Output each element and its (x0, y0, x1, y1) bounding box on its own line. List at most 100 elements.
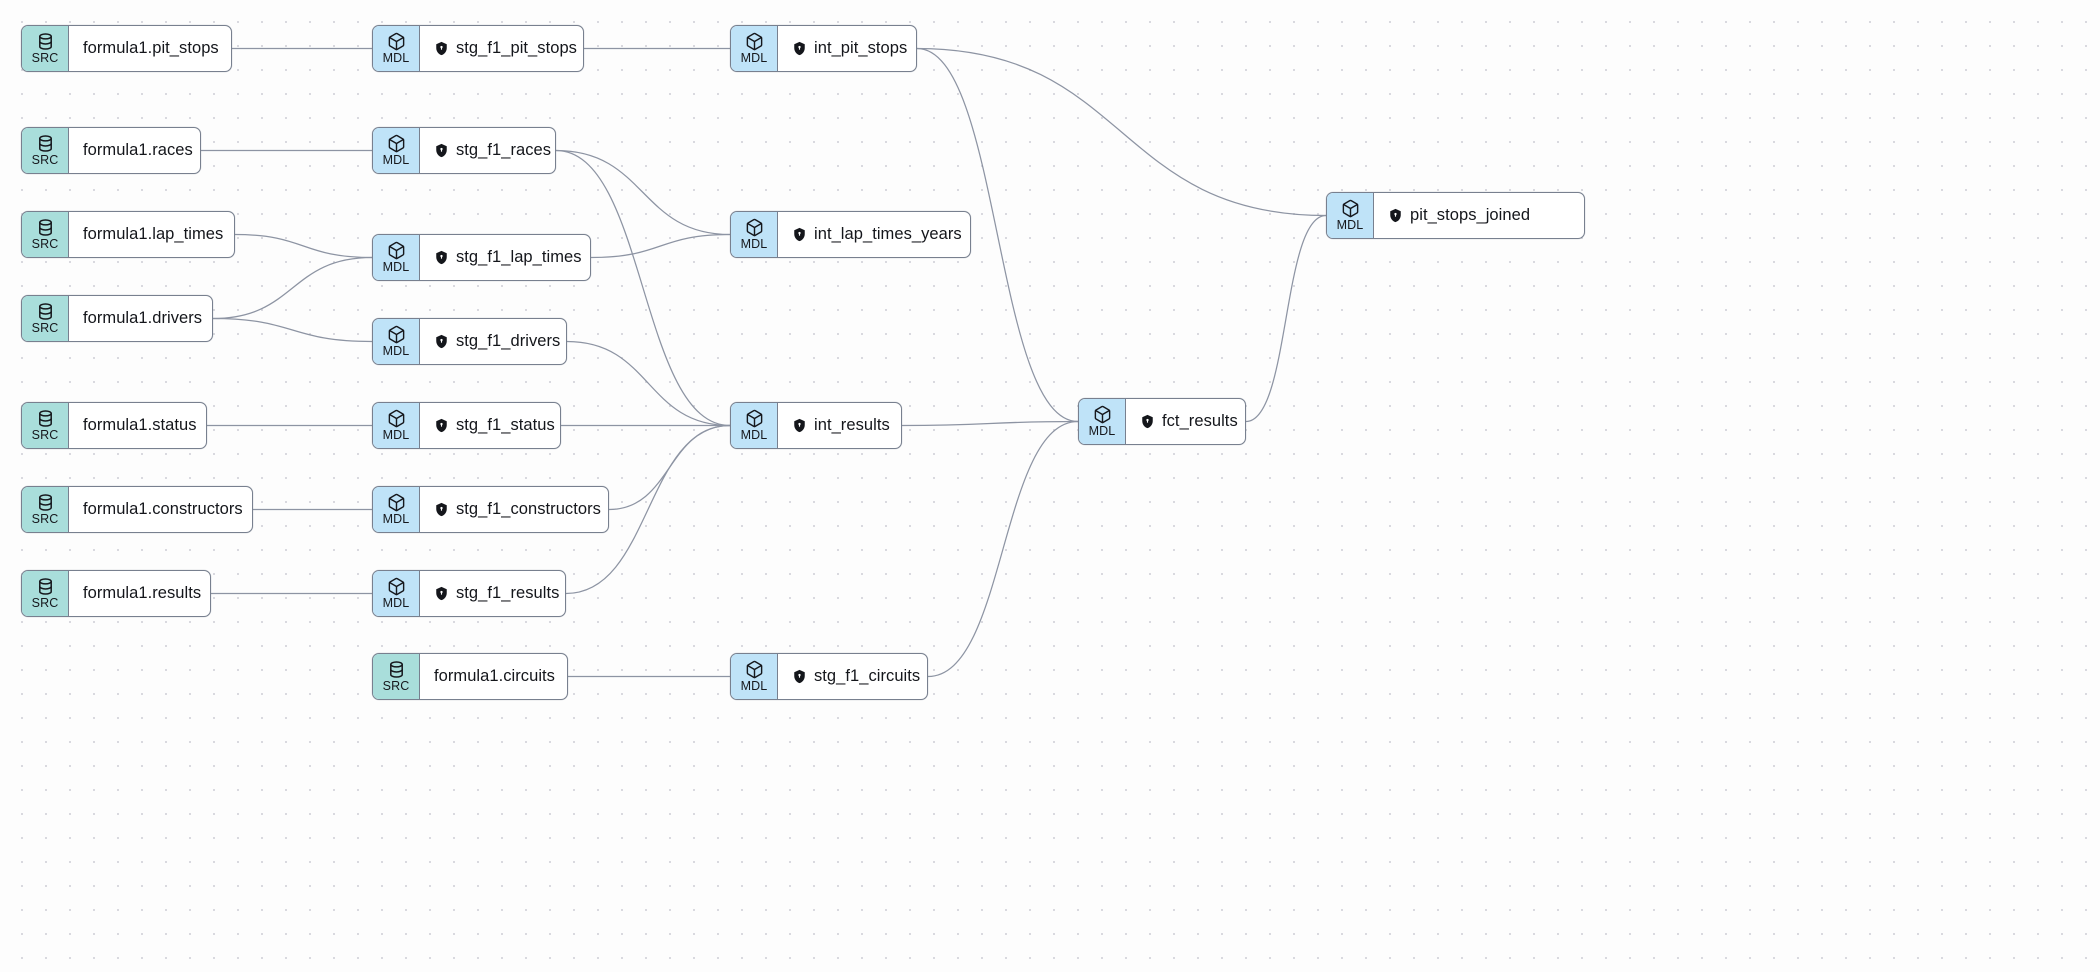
node-body: formula1.drivers (69, 296, 212, 341)
database-cylinder-icon (387, 660, 406, 679)
graph-node-stg_drivers[interactable]: MDL stg_f1_drivers (372, 318, 567, 365)
node-type-label: SRC (31, 596, 59, 611)
model-badge: MDL (373, 319, 420, 364)
node-type-label: SRC (31, 237, 59, 252)
node-label: formula1.pit_stops (83, 39, 219, 57)
model-badge: MDL (373, 571, 420, 616)
graph-node-stg_races[interactable]: MDL stg_f1_races (372, 127, 556, 174)
graph-node-src_races[interactable]: SRC formula1.races (21, 127, 201, 174)
node-body: formula1.status (69, 403, 206, 448)
node-type-label: SRC (31, 51, 59, 66)
node-type-label: MDL (382, 260, 410, 275)
node-body: fct_results (1126, 399, 1245, 444)
graph-node-stg_status[interactable]: MDL stg_f1_status (372, 402, 561, 449)
model-badge: MDL (373, 26, 420, 71)
model-badge: MDL (373, 403, 420, 448)
shield-icon (1388, 208, 1403, 223)
database-cylinder-icon (36, 409, 55, 428)
node-label: pit_stops_joined (1410, 206, 1531, 224)
model-badge: MDL (1327, 193, 1374, 238)
cube-icon (387, 409, 406, 428)
graph-node-stg_lap_times[interactable]: MDL stg_f1_lap_times (372, 234, 591, 281)
cube-icon (387, 325, 406, 344)
graph-node-stg_circuits[interactable]: MDL stg_f1_circuits (730, 653, 928, 700)
node-label: stg_f1_circuits (814, 667, 921, 685)
graph-node-int_lap_times_years[interactable]: MDL int_lap_times_years (730, 211, 971, 258)
node-type-label: MDL (740, 51, 768, 66)
graph-node-fct_results[interactable]: MDL fct_results (1078, 398, 1246, 445)
graph-node-stg_pit_stops[interactable]: MDL stg_f1_pit_stops (372, 25, 584, 72)
graph-node-src_drivers[interactable]: SRC formula1.drivers (21, 295, 213, 342)
node-body: stg_f1_circuits (778, 654, 927, 699)
source-badge: SRC (22, 296, 69, 341)
node-type-label: MDL (382, 512, 410, 527)
node-label: stg_f1_drivers (456, 332, 561, 350)
node-body: pit_stops_joined (1374, 193, 1584, 238)
graph-node-src_pit_stops[interactable]: SRC formula1.pit_stops (21, 25, 232, 72)
graph-node-pit_stops_joined[interactable]: MDL pit_stops_joined (1326, 192, 1585, 239)
cube-icon (745, 218, 764, 237)
node-label: stg_f1_pit_stops (456, 39, 577, 57)
graph-node-src_results[interactable]: SRC formula1.results (21, 570, 211, 617)
model-badge: MDL (731, 654, 778, 699)
node-type-label: MDL (740, 679, 768, 694)
cube-icon (745, 409, 764, 428)
source-badge: SRC (22, 212, 69, 257)
node-type-label: SRC (31, 153, 59, 168)
node-label: stg_f1_status (456, 416, 555, 434)
node-label: stg_f1_races (456, 141, 552, 159)
node-label: stg_f1_lap_times (456, 248, 582, 266)
node-label: formula1.drivers (83, 309, 203, 327)
graph-node-src_lap_times[interactable]: SRC formula1.lap_times (21, 211, 235, 258)
graph-node-src_circuits[interactable]: SRC formula1.circuits (372, 653, 568, 700)
node-label: int_lap_times_years (814, 225, 962, 243)
shield-icon (434, 502, 449, 517)
node-label: formula1.circuits (434, 667, 555, 685)
cube-icon (387, 134, 406, 153)
node-type-label: MDL (382, 428, 410, 443)
source-badge: SRC (373, 654, 420, 699)
shield-icon (792, 227, 807, 242)
model-badge: MDL (373, 128, 420, 173)
node-type-label: MDL (740, 237, 768, 252)
cube-icon (387, 241, 406, 260)
node-label: formula1.constructors (83, 500, 243, 518)
node-body: formula1.circuits (420, 654, 567, 699)
node-type-label: MDL (740, 428, 768, 443)
node-label: stg_f1_results (456, 584, 560, 602)
node-body: formula1.results (69, 571, 210, 616)
node-body: int_pit_stops (778, 26, 916, 71)
graph-node-int_pit_stops[interactable]: MDL int_pit_stops (730, 25, 917, 72)
database-cylinder-icon (36, 218, 55, 237)
node-label: formula1.races (83, 141, 193, 159)
node-body: int_lap_times_years (778, 212, 970, 257)
node-body: formula1.constructors (69, 487, 252, 532)
shield-icon (792, 41, 807, 56)
source-badge: SRC (22, 26, 69, 71)
node-label: fct_results (1162, 412, 1238, 430)
model-badge: MDL (731, 403, 778, 448)
node-type-label: MDL (382, 344, 410, 359)
model-badge: MDL (731, 212, 778, 257)
graph-node-int_results[interactable]: MDL int_results (730, 402, 902, 449)
node-body: formula1.races (69, 128, 200, 173)
graph-node-stg_results[interactable]: MDL stg_f1_results (372, 570, 566, 617)
database-cylinder-icon (36, 134, 55, 153)
node-body: stg_f1_lap_times (420, 235, 590, 280)
node-body: int_results (778, 403, 901, 448)
model-badge: MDL (373, 235, 420, 280)
node-label: formula1.status (83, 416, 197, 434)
source-badge: SRC (22, 571, 69, 616)
model-badge: MDL (373, 487, 420, 532)
node-type-label: SRC (382, 679, 410, 694)
cube-icon (1093, 405, 1112, 424)
database-cylinder-icon (36, 302, 55, 321)
cube-icon (1341, 199, 1360, 218)
node-type-label: MDL (1088, 424, 1116, 439)
node-label: formula1.lap_times (83, 225, 224, 243)
